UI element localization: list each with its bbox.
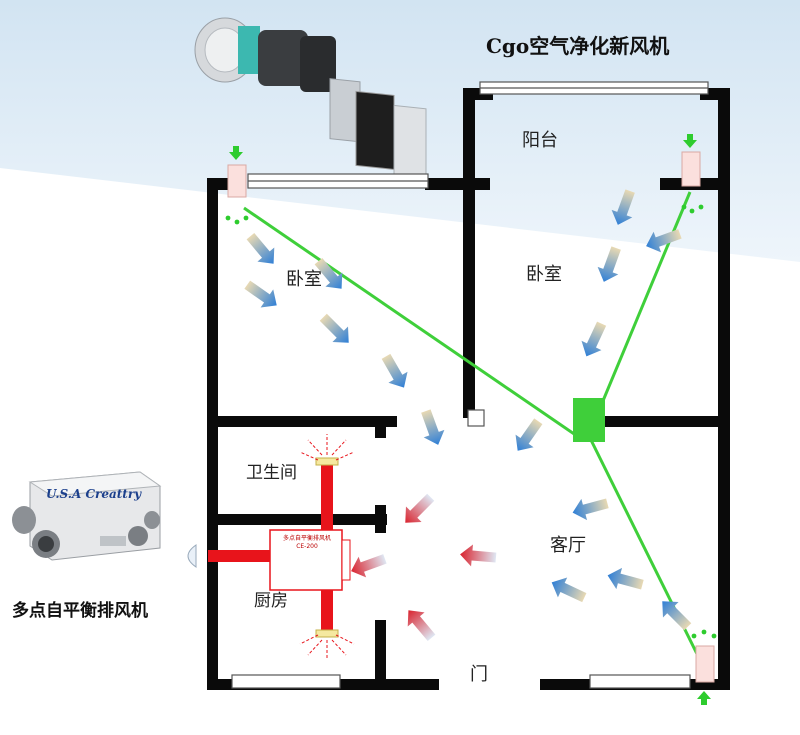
fresh-air-purifier-illustration xyxy=(194,17,427,188)
exhaust-fan-illustration xyxy=(12,471,162,561)
windows xyxy=(231,81,709,689)
room-label-living-room: 客厅 xyxy=(550,535,586,556)
room-label-bedroom-right: 卧室 xyxy=(526,264,562,285)
exhaust-device-label-line1: 多点自平衡排风机 xyxy=(282,535,331,542)
exhaust-device-label: 多点自平衡排风机 CE-200 xyxy=(271,535,343,551)
exhaust-fan-brand: U.S.A Creattry xyxy=(46,487,142,501)
purifier-unit xyxy=(573,398,605,442)
diagram-title: Cgo空气净化新风机 xyxy=(486,34,670,58)
room-label-balcony: 阳台 xyxy=(522,130,558,151)
exhaust-fan-caption: 多点自平衡排风机 xyxy=(12,601,148,621)
air-vents xyxy=(225,134,717,705)
exhaust-duct-system xyxy=(187,434,355,660)
exhaust-flow-arrows xyxy=(347,489,497,645)
exhaust-device-label-line2: CE-200 xyxy=(296,543,318,550)
room-label-kitchen: 厨房 xyxy=(254,591,288,611)
room-label-bedroom-left: 卧室 xyxy=(286,269,322,290)
room-label-door: 门 xyxy=(470,664,488,685)
room-label-bathroom: 卫生间 xyxy=(246,463,297,483)
